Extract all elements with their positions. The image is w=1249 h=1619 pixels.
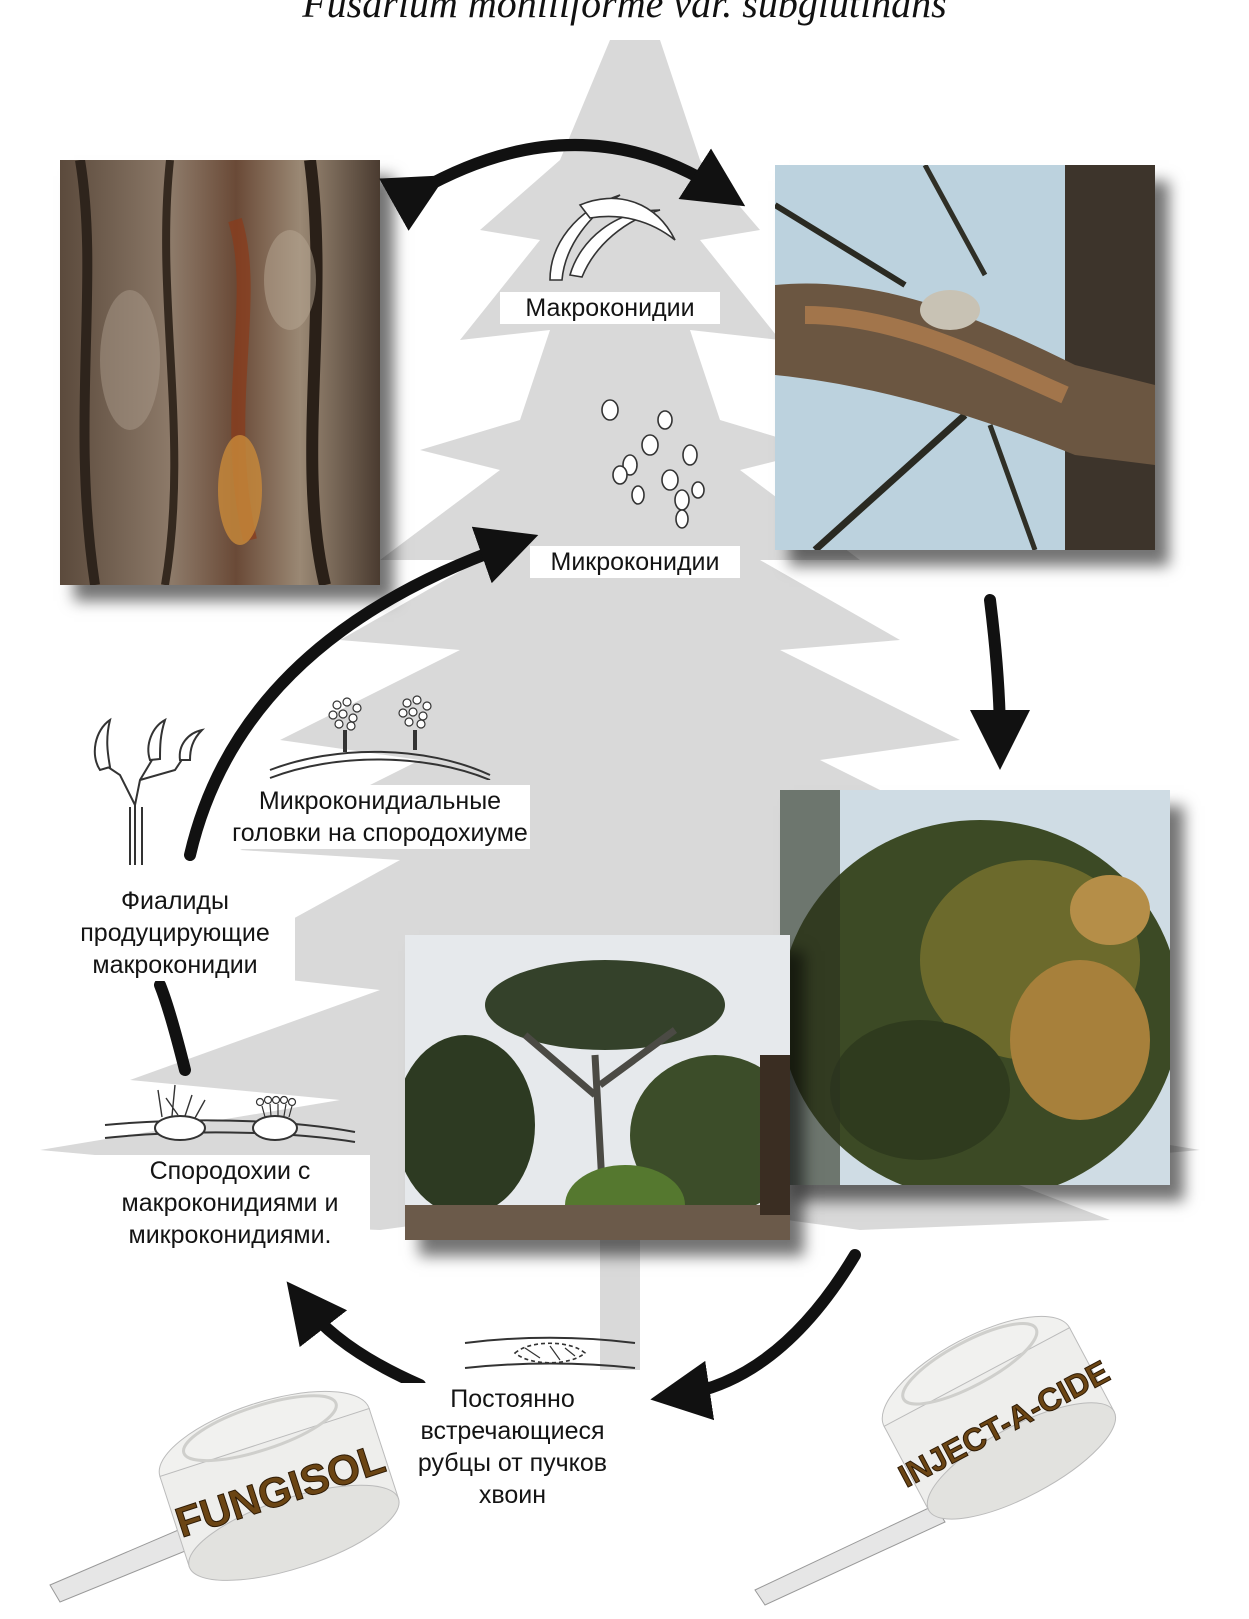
label-macroconidia: Макроконидии xyxy=(500,292,720,324)
phialides-icon xyxy=(80,715,210,865)
needle-scar-icon xyxy=(460,1328,640,1378)
label-microconidial-heads: Микроконидиальные головки на спородохиум… xyxy=(230,785,530,849)
arrow-branch-to-crown xyxy=(990,600,1000,740)
arrow-sporodochia-to-phialides xyxy=(160,985,185,1070)
arrow-macroconidia-dispersal xyxy=(420,145,720,190)
label-phialides: Фиалиды продуцирующие макроконидии xyxy=(55,885,295,981)
label-microconidia: Микроконидии xyxy=(530,546,740,578)
macroconidia-icon xyxy=(540,185,680,285)
sporodochia-icon xyxy=(100,1070,360,1145)
fungisol-bottle: FUNGISOL xyxy=(40,1370,400,1610)
microconidia-icon xyxy=(590,395,720,535)
label-needle-scars: Постоянно встречающиеся рубцы от пучков … xyxy=(395,1383,630,1511)
inject-a-cide-bottle: INJECT-A-CIDE xyxy=(745,1290,1125,1610)
label-sporodochia: Спородохии с макроконидиями и микроконид… xyxy=(90,1155,370,1251)
microconidial-heads-icon xyxy=(265,690,495,780)
